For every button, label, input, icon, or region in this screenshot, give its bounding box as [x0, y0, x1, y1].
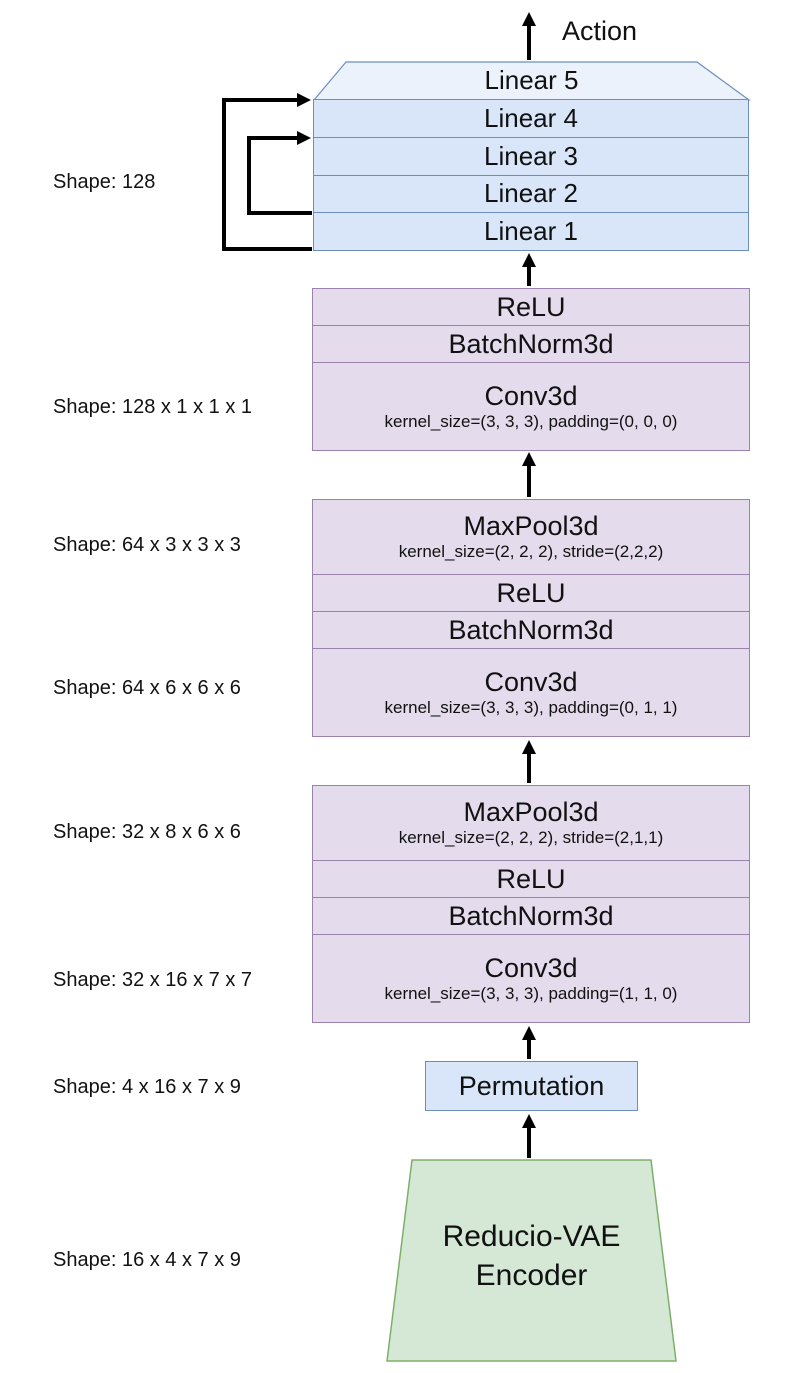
- shape-label-conv3: Shape: 32 x 16 x 7 x 7: [53, 969, 253, 991]
- linear-stack: Linear 4 Linear 3 Linear 2 Linear 1: [313, 99, 749, 251]
- linear-layer-2: Linear 2: [314, 174, 748, 213]
- relu-layer: ReLU: [313, 289, 749, 325]
- layer-title: ReLU: [496, 292, 566, 322]
- relu-layer: ReLU: [313, 574, 749, 611]
- linear-layer-4: Linear 4: [484, 102, 578, 133]
- layer-params: kernel_size=(2, 2, 2), stride=(2,1,1): [398, 828, 664, 847]
- layer-title: Conv3d: [484, 952, 578, 983]
- encoder-trapezoid: [386, 1159, 677, 1362]
- shape-label-conv1: Shape: 128 x 1 x 1 x 1: [53, 396, 253, 418]
- layer-title: Conv3d: [484, 380, 578, 411]
- linear-layer-1: Linear 1: [314, 212, 748, 250]
- batchnorm3d-layer: BatchNorm3d: [313, 325, 749, 362]
- conv-block-1: ReLU BatchNorm3d Conv3d kernel_size=(3, …: [312, 288, 750, 451]
- shape-label-linear: Shape: 128: [53, 171, 156, 193]
- layer-params: kernel_size=(3, 3, 3), padding=(1, 1, 0): [384, 983, 678, 1003]
- maxpool3d-layer: MaxPool3d kernel_size=(2, 2, 2), stride=…: [313, 786, 749, 860]
- conv3d-layer: Conv3d kernel_size=(3, 3, 3), padding=(1…: [313, 934, 749, 1022]
- layer-title: MaxPool3d: [463, 797, 599, 827]
- action-output-label: Action: [562, 16, 638, 46]
- maxpool3d-layer: MaxPool3d kernel_size=(2, 2, 2), stride=…: [313, 500, 749, 574]
- conv3d-layer: Conv3d kernel_size=(3, 3, 3), padding=(0…: [313, 362, 749, 450]
- layer-params: kernel_size=(3, 3, 3), padding=(0, 0, 0): [384, 411, 678, 431]
- batchnorm3d-layer: BatchNorm3d: [313, 611, 749, 648]
- encoder-label-line1: Reducio-VAE: [442, 1220, 621, 1253]
- linear-layer-5: Linear 5: [484, 65, 579, 95]
- layer-params: kernel_size=(2, 2, 2), stride=(2,2,2): [398, 542, 664, 561]
- layer-params: kernel_size=(3, 3, 3), padding=(0, 1, 1): [384, 697, 678, 717]
- shape-label-maxpool2: Shape: 64 x 3 x 3 x 3: [53, 534, 241, 556]
- layer-title: BatchNorm3d: [448, 615, 614, 645]
- batchnorm3d-layer: BatchNorm3d: [313, 897, 749, 934]
- permutation-box: Permutation: [425, 1061, 638, 1111]
- shape-label-permutation: Shape: 4 x 16 x 7 x 9: [53, 1076, 241, 1098]
- layer-title: Conv3d: [484, 666, 578, 697]
- encoder-label-line2: Encoder: [475, 1259, 588, 1292]
- layer-title: BatchNorm3d: [448, 901, 614, 931]
- conv-block-2: MaxPool3d kernel_size=(2, 2, 2), stride=…: [312, 499, 750, 737]
- layer-title: MaxPool3d: [463, 511, 599, 541]
- layer-title: ReLU: [496, 864, 566, 894]
- shape-label-encoder: Shape: 16 x 4 x 7 x 9: [53, 1249, 241, 1271]
- relu-layer: ReLU: [313, 860, 749, 897]
- shape-label-maxpool3: Shape: 32 x 8 x 6 x 6: [53, 821, 241, 843]
- skip-connection-outer-icon: [222, 93, 312, 251]
- shape-label-conv2: Shape: 64 x 6 x 6 x 6: [53, 677, 241, 699]
- layer-title: ReLU: [496, 578, 566, 608]
- conv3d-layer: Conv3d kernel_size=(3, 3, 3), padding=(0…: [313, 648, 749, 736]
- skip-connection-inner-icon: [247, 131, 312, 215]
- layer-title: BatchNorm3d: [448, 329, 614, 359]
- linear-layer-3: Linear 3: [314, 136, 748, 175]
- encoder-label: Reducio-VAE Encoder: [387, 1217, 676, 1295]
- conv-block-3: MaxPool3d kernel_size=(2, 2, 2), stride=…: [312, 785, 750, 1023]
- linear5-trapezoid: [312, 61, 751, 101]
